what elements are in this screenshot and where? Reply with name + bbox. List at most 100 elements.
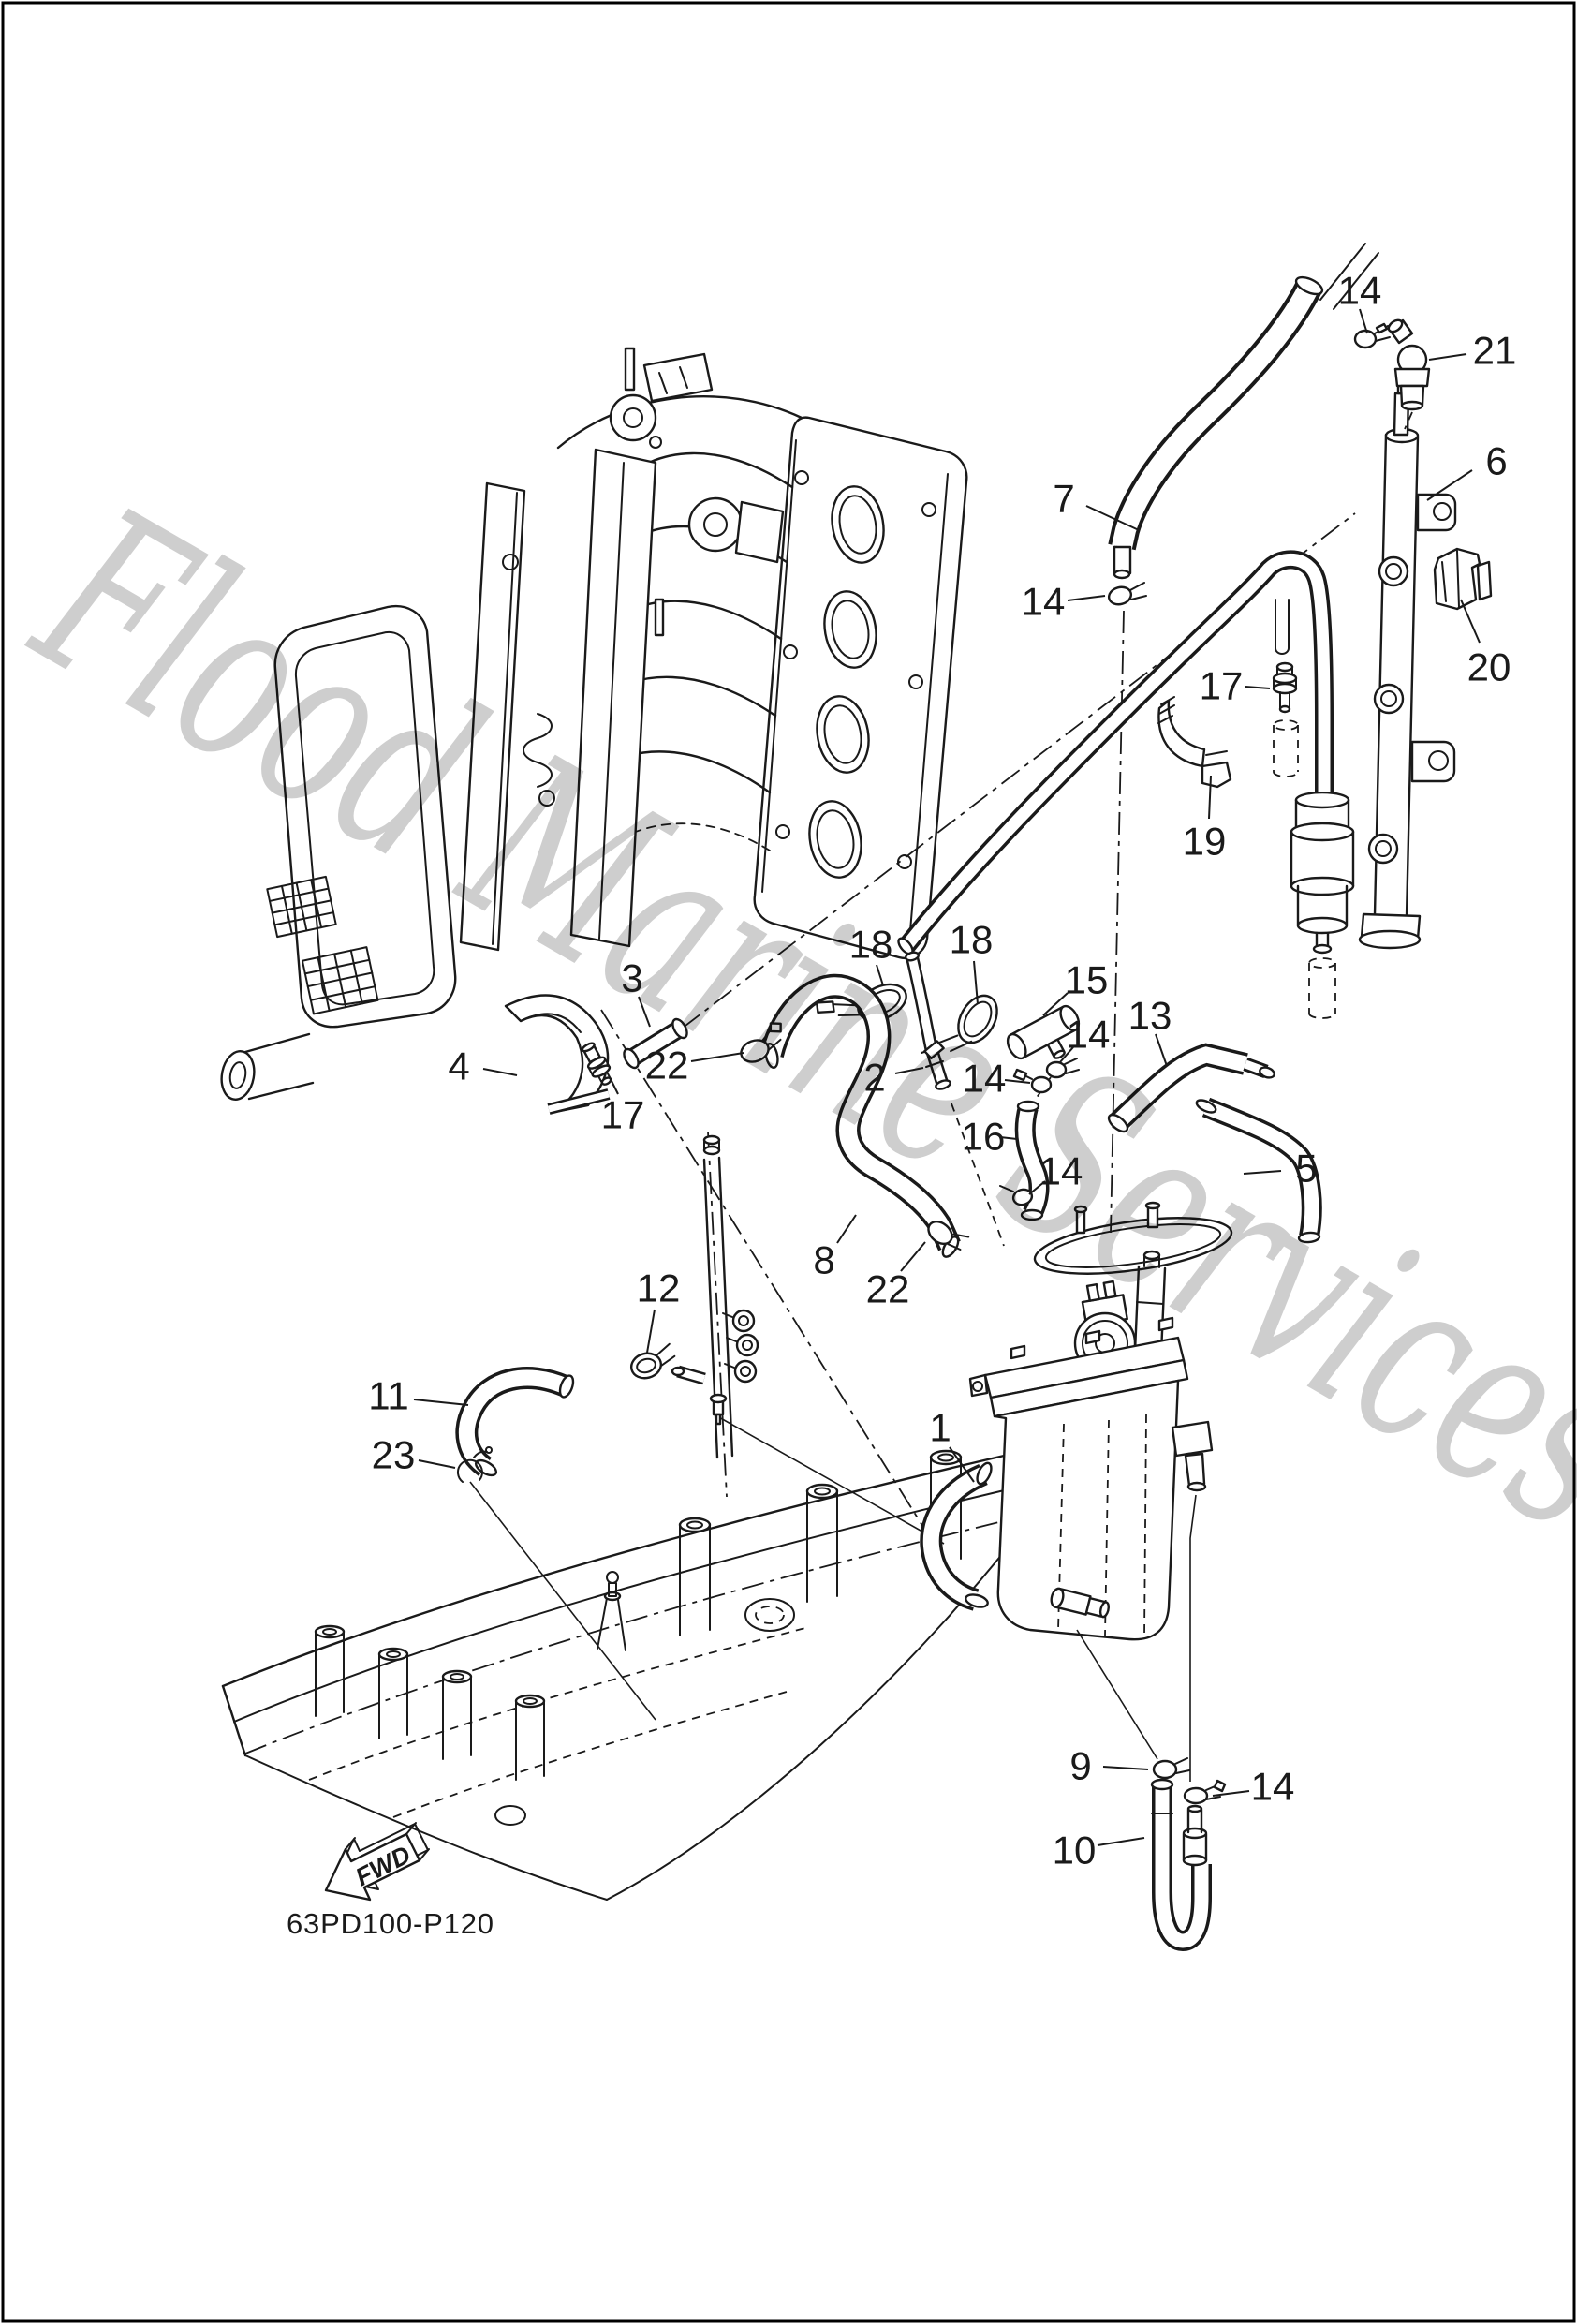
tank-drain bbox=[1050, 1587, 1111, 1619]
part-number-label: 2 bbox=[863, 1056, 885, 1100]
leader-line bbox=[1102, 1766, 1149, 1770]
clamp-22-a bbox=[740, 1022, 782, 1063]
part-number-label: 18 bbox=[950, 918, 994, 962]
case-hole-small bbox=[494, 1805, 526, 1826]
tank-body bbox=[993, 1379, 1180, 1641]
clamp-12 bbox=[629, 1342, 676, 1380]
leader-line bbox=[999, 1136, 1018, 1140]
tank-outlet-fitting bbox=[1171, 1420, 1214, 1492]
part-number-label: 14 bbox=[1251, 1765, 1295, 1809]
part-number-label: 10 bbox=[1053, 1828, 1097, 1873]
clamp-14-bottom bbox=[1183, 1779, 1227, 1805]
intake-grid-lower bbox=[301, 946, 379, 1015]
part-number-label: 5 bbox=[1295, 1147, 1317, 1191]
part-number-label: 22 bbox=[866, 1267, 910, 1311]
clamp-14-hose7 bbox=[1107, 582, 1147, 606]
part-number-label: 21 bbox=[1473, 329, 1517, 373]
tank-flange bbox=[968, 1316, 1189, 1418]
clamp-22-b bbox=[927, 1220, 970, 1251]
leader-line bbox=[973, 960, 979, 1005]
fwd-indicator: FWD bbox=[324, 1822, 430, 1902]
seal-ring bbox=[1033, 1217, 1233, 1275]
leader-line bbox=[1067, 595, 1106, 601]
fuel-rail bbox=[1358, 373, 1457, 950]
hose-13 bbox=[1107, 1043, 1275, 1133]
fuel-rail-group bbox=[1157, 243, 1493, 1019]
pipe-3 bbox=[623, 1017, 688, 1070]
cylinder-studs bbox=[314, 1449, 963, 1781]
rail-clip-20 bbox=[1433, 547, 1493, 611]
part-number-label: 6 bbox=[1485, 439, 1507, 483]
leader-line bbox=[418, 1459, 456, 1469]
leader-line bbox=[949, 1446, 975, 1483]
clamp-14-c bbox=[999, 1185, 1034, 1206]
leader-line bbox=[1460, 599, 1481, 644]
leader-line bbox=[1085, 505, 1140, 531]
hoses-and-fittings bbox=[455, 275, 1334, 1952]
pipe-15 bbox=[1006, 1004, 1081, 1060]
tank-top-bolts bbox=[1073, 1201, 1161, 1235]
part-number-label: 18 bbox=[849, 923, 893, 967]
part-number-label: 23 bbox=[372, 1433, 416, 1477]
part-number-label: 20 bbox=[1467, 645, 1511, 689]
clamp-14-a bbox=[1045, 1058, 1080, 1079]
intake-grid-upper bbox=[266, 875, 337, 939]
leader-line bbox=[1359, 308, 1368, 334]
fuel-pipe-assembly bbox=[702, 1131, 759, 1498]
screw-joint-17-left bbox=[581, 1042, 612, 1086]
part-number-label: 15 bbox=[1065, 958, 1109, 1002]
screw-joint-17-right bbox=[1272, 599, 1299, 777]
leader-line bbox=[1426, 469, 1473, 501]
part-number-label: 14 bbox=[1067, 1013, 1111, 1057]
head-flange bbox=[753, 416, 968, 960]
part-number-label: 8 bbox=[813, 1238, 834, 1282]
leader-line bbox=[609, 1076, 619, 1095]
leader-line bbox=[646, 1309, 656, 1354]
leader-line bbox=[1245, 686, 1271, 689]
pressure-regulator bbox=[1290, 791, 1355, 1019]
hose-1 bbox=[920, 1461, 993, 1611]
leader-line bbox=[1212, 1790, 1250, 1797]
part-number-label: 17 bbox=[601, 1093, 645, 1137]
part-number-label: 9 bbox=[1069, 1744, 1091, 1788]
leader-line bbox=[690, 1052, 744, 1062]
part-number-label: 22 bbox=[645, 1044, 689, 1088]
throttle-position-sensor bbox=[609, 347, 714, 449]
crankcase bbox=[221, 1448, 1036, 1901]
part-number-label: 7 bbox=[1053, 477, 1074, 521]
leader-line bbox=[413, 1399, 469, 1406]
part-number-label: 16 bbox=[962, 1115, 1006, 1159]
part-number-label: 14 bbox=[1338, 269, 1382, 313]
part-number-label: 12 bbox=[637, 1266, 681, 1310]
clamp-9 bbox=[1152, 1757, 1190, 1780]
nipple-12 bbox=[671, 1365, 706, 1385]
flange-bolt-holes bbox=[775, 470, 936, 869]
leader-line bbox=[482, 1068, 518, 1076]
hose-16 bbox=[1014, 1100, 1050, 1221]
part-number-label: 19 bbox=[1183, 820, 1227, 864]
clip-23 bbox=[456, 1446, 493, 1483]
diagram-code: 63PD100-P120 bbox=[287, 1907, 494, 1940]
intake-port-nub bbox=[220, 1032, 315, 1101]
break-marks bbox=[1319, 243, 1379, 310]
leader-line bbox=[1004, 1079, 1031, 1084]
hose-11 bbox=[455, 1367, 575, 1477]
part-number-label: 14 bbox=[963, 1057, 1007, 1101]
hose-10 bbox=[1150, 1778, 1212, 1952]
leader-line bbox=[836, 1214, 857, 1244]
hose-5 bbox=[1195, 1097, 1322, 1244]
part-number-label: 4 bbox=[448, 1044, 469, 1088]
part-number-label: 14 bbox=[1022, 580, 1066, 624]
case-hole bbox=[744, 1598, 795, 1632]
leader-line bbox=[1208, 775, 1212, 820]
part-number-label: 3 bbox=[621, 956, 642, 1000]
leader-line bbox=[1243, 1170, 1282, 1175]
leader-line bbox=[900, 1241, 926, 1272]
throttle-linkage-plate bbox=[459, 481, 555, 952]
cover-4 bbox=[504, 994, 611, 1115]
clamp-18-right bbox=[923, 994, 998, 1060]
part-number-label: 17 bbox=[1200, 664, 1244, 708]
